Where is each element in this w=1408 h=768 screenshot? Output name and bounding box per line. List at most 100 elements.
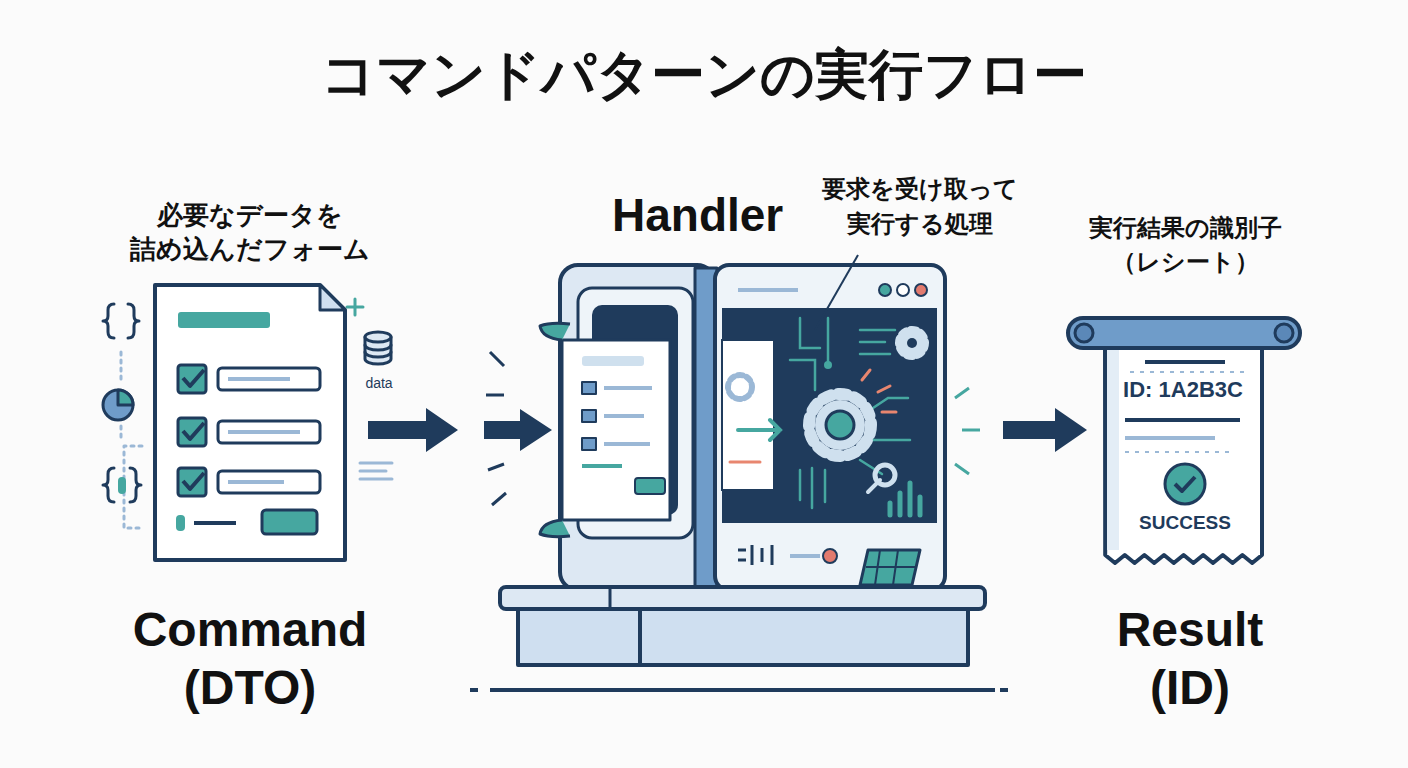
form-document — [320, 285, 345, 310]
handler-body — [915, 284, 927, 296]
handler-body — [722, 308, 937, 523]
handler-body — [560, 265, 945, 590]
handler-screen — [809, 394, 871, 456]
handler-screen — [899, 330, 925, 356]
handler-base — [638, 609, 642, 665]
handler-base — [470, 688, 1008, 692]
form-document — [218, 471, 320, 493]
handler-paper — [484, 409, 552, 451]
handler-body — [866, 550, 916, 585]
handler-base — [490, 688, 995, 692]
handler-base — [500, 587, 985, 609]
callout-text: 要求を受け取って 実行する処理 — [800, 172, 1040, 242]
form-document — [178, 418, 206, 446]
handler-paper — [562, 340, 670, 520]
component-name: Command (DTO) — [95, 601, 405, 717]
receipt-caption: 実行結果の識別子 （レシート） — [1070, 211, 1300, 279]
handler-body — [738, 545, 772, 565]
form-icons — [128, 304, 139, 338]
component-name: Handler — [612, 189, 832, 241]
form-document — [228, 430, 300, 434]
handler-screen — [728, 375, 752, 399]
handler-screen — [815, 400, 865, 450]
handler-screen — [907, 338, 917, 348]
handler-screen — [868, 480, 880, 492]
form-icons — [124, 446, 142, 528]
handler-paper — [582, 410, 596, 422]
receipt — [1275, 324, 1293, 342]
form-document — [228, 377, 290, 381]
handler-paper — [484, 323, 980, 536]
handler-body — [738, 288, 798, 292]
handler-base — [470, 255, 1008, 690]
icon-label: data — [363, 374, 395, 392]
form-icons — [120, 352, 123, 384]
form-icons — [360, 463, 392, 479]
form-icons — [130, 468, 141, 502]
form-caption: 必要なデータを 詰め込んだフォーム — [120, 198, 380, 266]
handler-base — [609, 587, 612, 609]
receipt — [1075, 324, 1093, 342]
command-form: 必要なデータを 詰め込んだフォームCommand (DTO) — [95, 160, 365, 720]
receipt — [1068, 318, 1300, 563]
handler-screen — [862, 370, 896, 412]
receipt — [1175, 477, 1195, 491]
flow-arrow — [1003, 408, 1087, 452]
handler-paper — [635, 478, 665, 494]
handler-paper — [582, 464, 622, 468]
handler-screen — [730, 461, 760, 464]
handler-screen — [824, 361, 832, 369]
form-icons — [365, 332, 391, 342]
form-icons — [103, 390, 133, 420]
component-name: Result (ID) — [1085, 601, 1295, 717]
form-document — [218, 368, 320, 390]
form-document — [183, 423, 204, 439]
handler-screen — [826, 411, 854, 439]
form-document — [178, 312, 270, 328]
handler-machine: Handler要求を受け取って 実行する処理 — [470, 160, 985, 700]
handler-paper — [604, 442, 650, 446]
receipt — [1125, 451, 1235, 453]
handler-base — [518, 609, 968, 665]
status-text: SUCCESS — [1095, 511, 1275, 535]
form-icons — [120, 426, 123, 442]
handler-paper — [582, 438, 596, 450]
receipt — [1107, 345, 1119, 550]
form-document — [183, 473, 204, 489]
form-document — [262, 510, 317, 534]
handler-body — [879, 284, 891, 296]
handler-screen — [890, 483, 920, 515]
form-document — [155, 285, 345, 560]
handler-screen — [722, 340, 774, 490]
handler-body — [715, 265, 945, 590]
handler-body — [790, 554, 820, 558]
form-icons — [118, 477, 126, 494]
handler-screen — [790, 318, 895, 390]
diagram-title: コマンドパターンの実行フロー — [0, 42, 1408, 108]
handler-base — [815, 255, 858, 330]
handler-paper — [540, 323, 570, 340]
form-document — [178, 468, 206, 496]
result-receipt: 実行結果の識別子 （レシート）ID: 1A2B3CSUCCESSResult (… — [1065, 160, 1320, 720]
form-document — [178, 365, 206, 393]
receipt — [1165, 464, 1205, 504]
receipt — [1125, 418, 1240, 422]
handler-paper — [582, 382, 596, 394]
form-document — [228, 480, 284, 484]
receipt — [1068, 318, 1300, 348]
receipt — [1125, 436, 1215, 440]
form-document — [183, 370, 204, 386]
form-icons — [103, 468, 114, 502]
handler-body — [823, 549, 837, 563]
handler-paper — [955, 388, 980, 474]
form-icons — [347, 299, 363, 315]
handler-screen — [722, 318, 925, 515]
form-document — [194, 521, 236, 525]
form-document — [218, 421, 320, 443]
handler-paper — [604, 386, 652, 390]
receipt — [1130, 371, 1245, 373]
form-icons — [118, 390, 133, 405]
handler-body — [897, 284, 909, 296]
handler-screen — [738, 420, 780, 440]
